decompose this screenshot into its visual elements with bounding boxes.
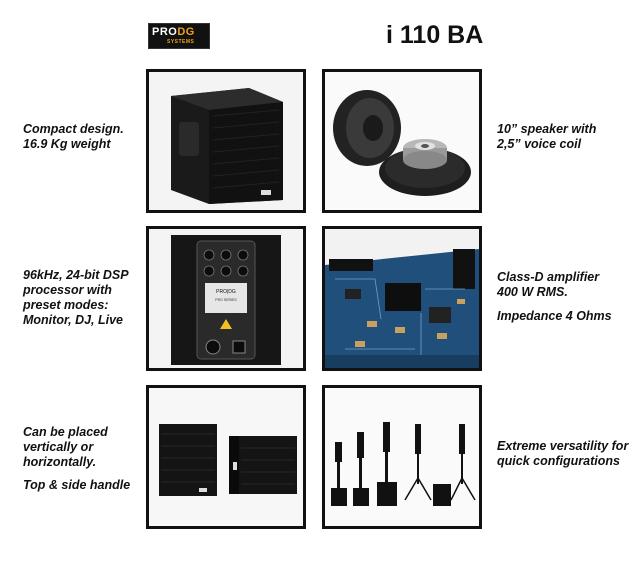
model-title: i 110 BA: [386, 21, 484, 49]
logo-subtext: SYSTEMS: [167, 39, 195, 45]
image-speaker-drivers: [322, 69, 482, 213]
caption-line: processor with: [23, 283, 112, 297]
caption-line: Monitor, DJ, Live: [23, 313, 124, 327]
subwoofer-cabinet-graphic: [149, 72, 303, 210]
image-amplifier-board: [322, 226, 482, 371]
feature-caption-versatility: Extreme versatility for quick configurat…: [497, 439, 628, 469]
caption-line: 10” speaker with: [497, 122, 597, 136]
caption-line: Compact design.: [23, 122, 124, 136]
rear-panel-brand: PRO|DG: [216, 289, 236, 295]
logo-text-dg: DG: [177, 26, 195, 38]
image-configurations-lineup: [322, 385, 482, 529]
caption-line: horizontally.: [23, 455, 97, 469]
feature-caption-dsp: 96kHz, 24-bit DSP processor with preset …: [23, 268, 129, 328]
caption-line: 16.9 Kg weight: [23, 137, 111, 151]
brand-logo: PRODG SYSTEMS: [148, 23, 210, 49]
caption-line: preset modes:: [23, 298, 109, 312]
placement-graphic: [149, 388, 303, 526]
caption-line: vertically or: [23, 440, 94, 454]
caption-line: 2,5” voice coil: [497, 137, 582, 151]
caption-line: quick configurations: [497, 454, 620, 468]
caption-line: Can be placed: [23, 425, 108, 439]
caption-line: Extreme versatility for: [497, 439, 629, 453]
image-dsp-rear-panel: PRO|DG PRO SERIES: [146, 226, 306, 371]
caption-line: 96kHz, 24-bit DSP: [23, 268, 129, 282]
logo-text-pro: PRO: [152, 26, 178, 38]
dsp-rear-panel-graphic: PRO|DG PRO SERIES: [149, 229, 303, 368]
image-placement-orientations: [146, 385, 306, 529]
feature-caption-speaker: 10” speaker with 2,5” voice coil: [497, 122, 596, 152]
amplifier-board-graphic: [325, 229, 479, 368]
image-subwoofer-cabinet: [146, 69, 306, 213]
rear-panel-series: PRO SERIES: [215, 298, 237, 302]
configurations-graphic: [325, 388, 479, 526]
feature-caption-placement: Can be placed vertically or horizontally…: [23, 425, 130, 493]
caption-line: 400 W RMS.: [497, 285, 568, 299]
feature-caption-compact: Compact design. 16.9 Kg weight: [23, 122, 124, 152]
caption-line: Top & side handle: [23, 478, 131, 492]
caption-line: Class-D amplifier: [497, 270, 600, 284]
caption-line: Impedance 4 Ohms: [497, 309, 612, 323]
feature-caption-amplifier: Class-D amplifier 400 W RMS. Impedance 4…: [497, 270, 612, 324]
speaker-drivers-graphic: [325, 72, 479, 210]
